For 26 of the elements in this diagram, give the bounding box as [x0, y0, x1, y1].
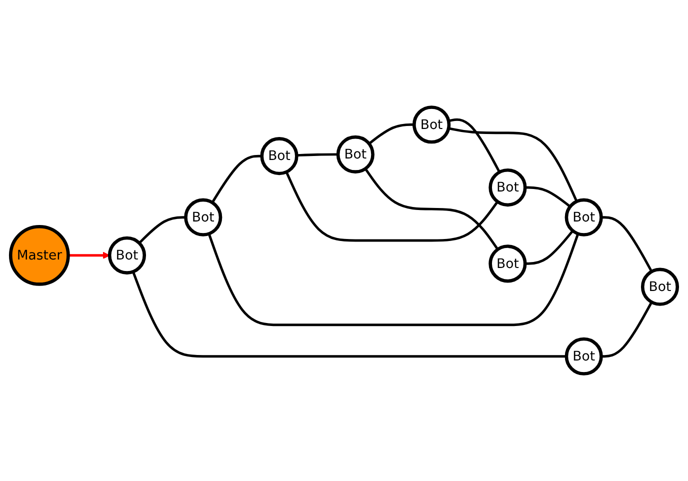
node-circle: Bot — [336, 135, 374, 174]
node-circle: Bot — [564, 198, 603, 236]
connector — [296, 153, 338, 157]
node-circle: Bot — [108, 236, 146, 274]
connector — [368, 123, 414, 145]
connector — [448, 118, 501, 173]
node-circle: Bot — [412, 106, 451, 144]
connector — [525, 186, 571, 208]
connector — [601, 302, 653, 358]
connector — [211, 154, 262, 204]
connector — [285, 171, 499, 242]
connector — [448, 127, 578, 202]
node-circle: Bot — [260, 137, 298, 176]
connector — [364, 168, 499, 250]
node-circle: Bot — [184, 198, 222, 236]
connector — [601, 216, 653, 272]
node-circle: Bot — [564, 337, 603, 376]
node-circle: Bot — [488, 244, 527, 283]
connector — [132, 271, 566, 358]
connector — [208, 233, 580, 326]
node-circle: Bot — [488, 168, 527, 207]
connector — [138, 216, 186, 244]
arrow — [68, 252, 110, 260]
node-circle: Master — [8, 224, 70, 286]
node-circle: Bot — [640, 268, 680, 306]
connector — [525, 230, 574, 265]
